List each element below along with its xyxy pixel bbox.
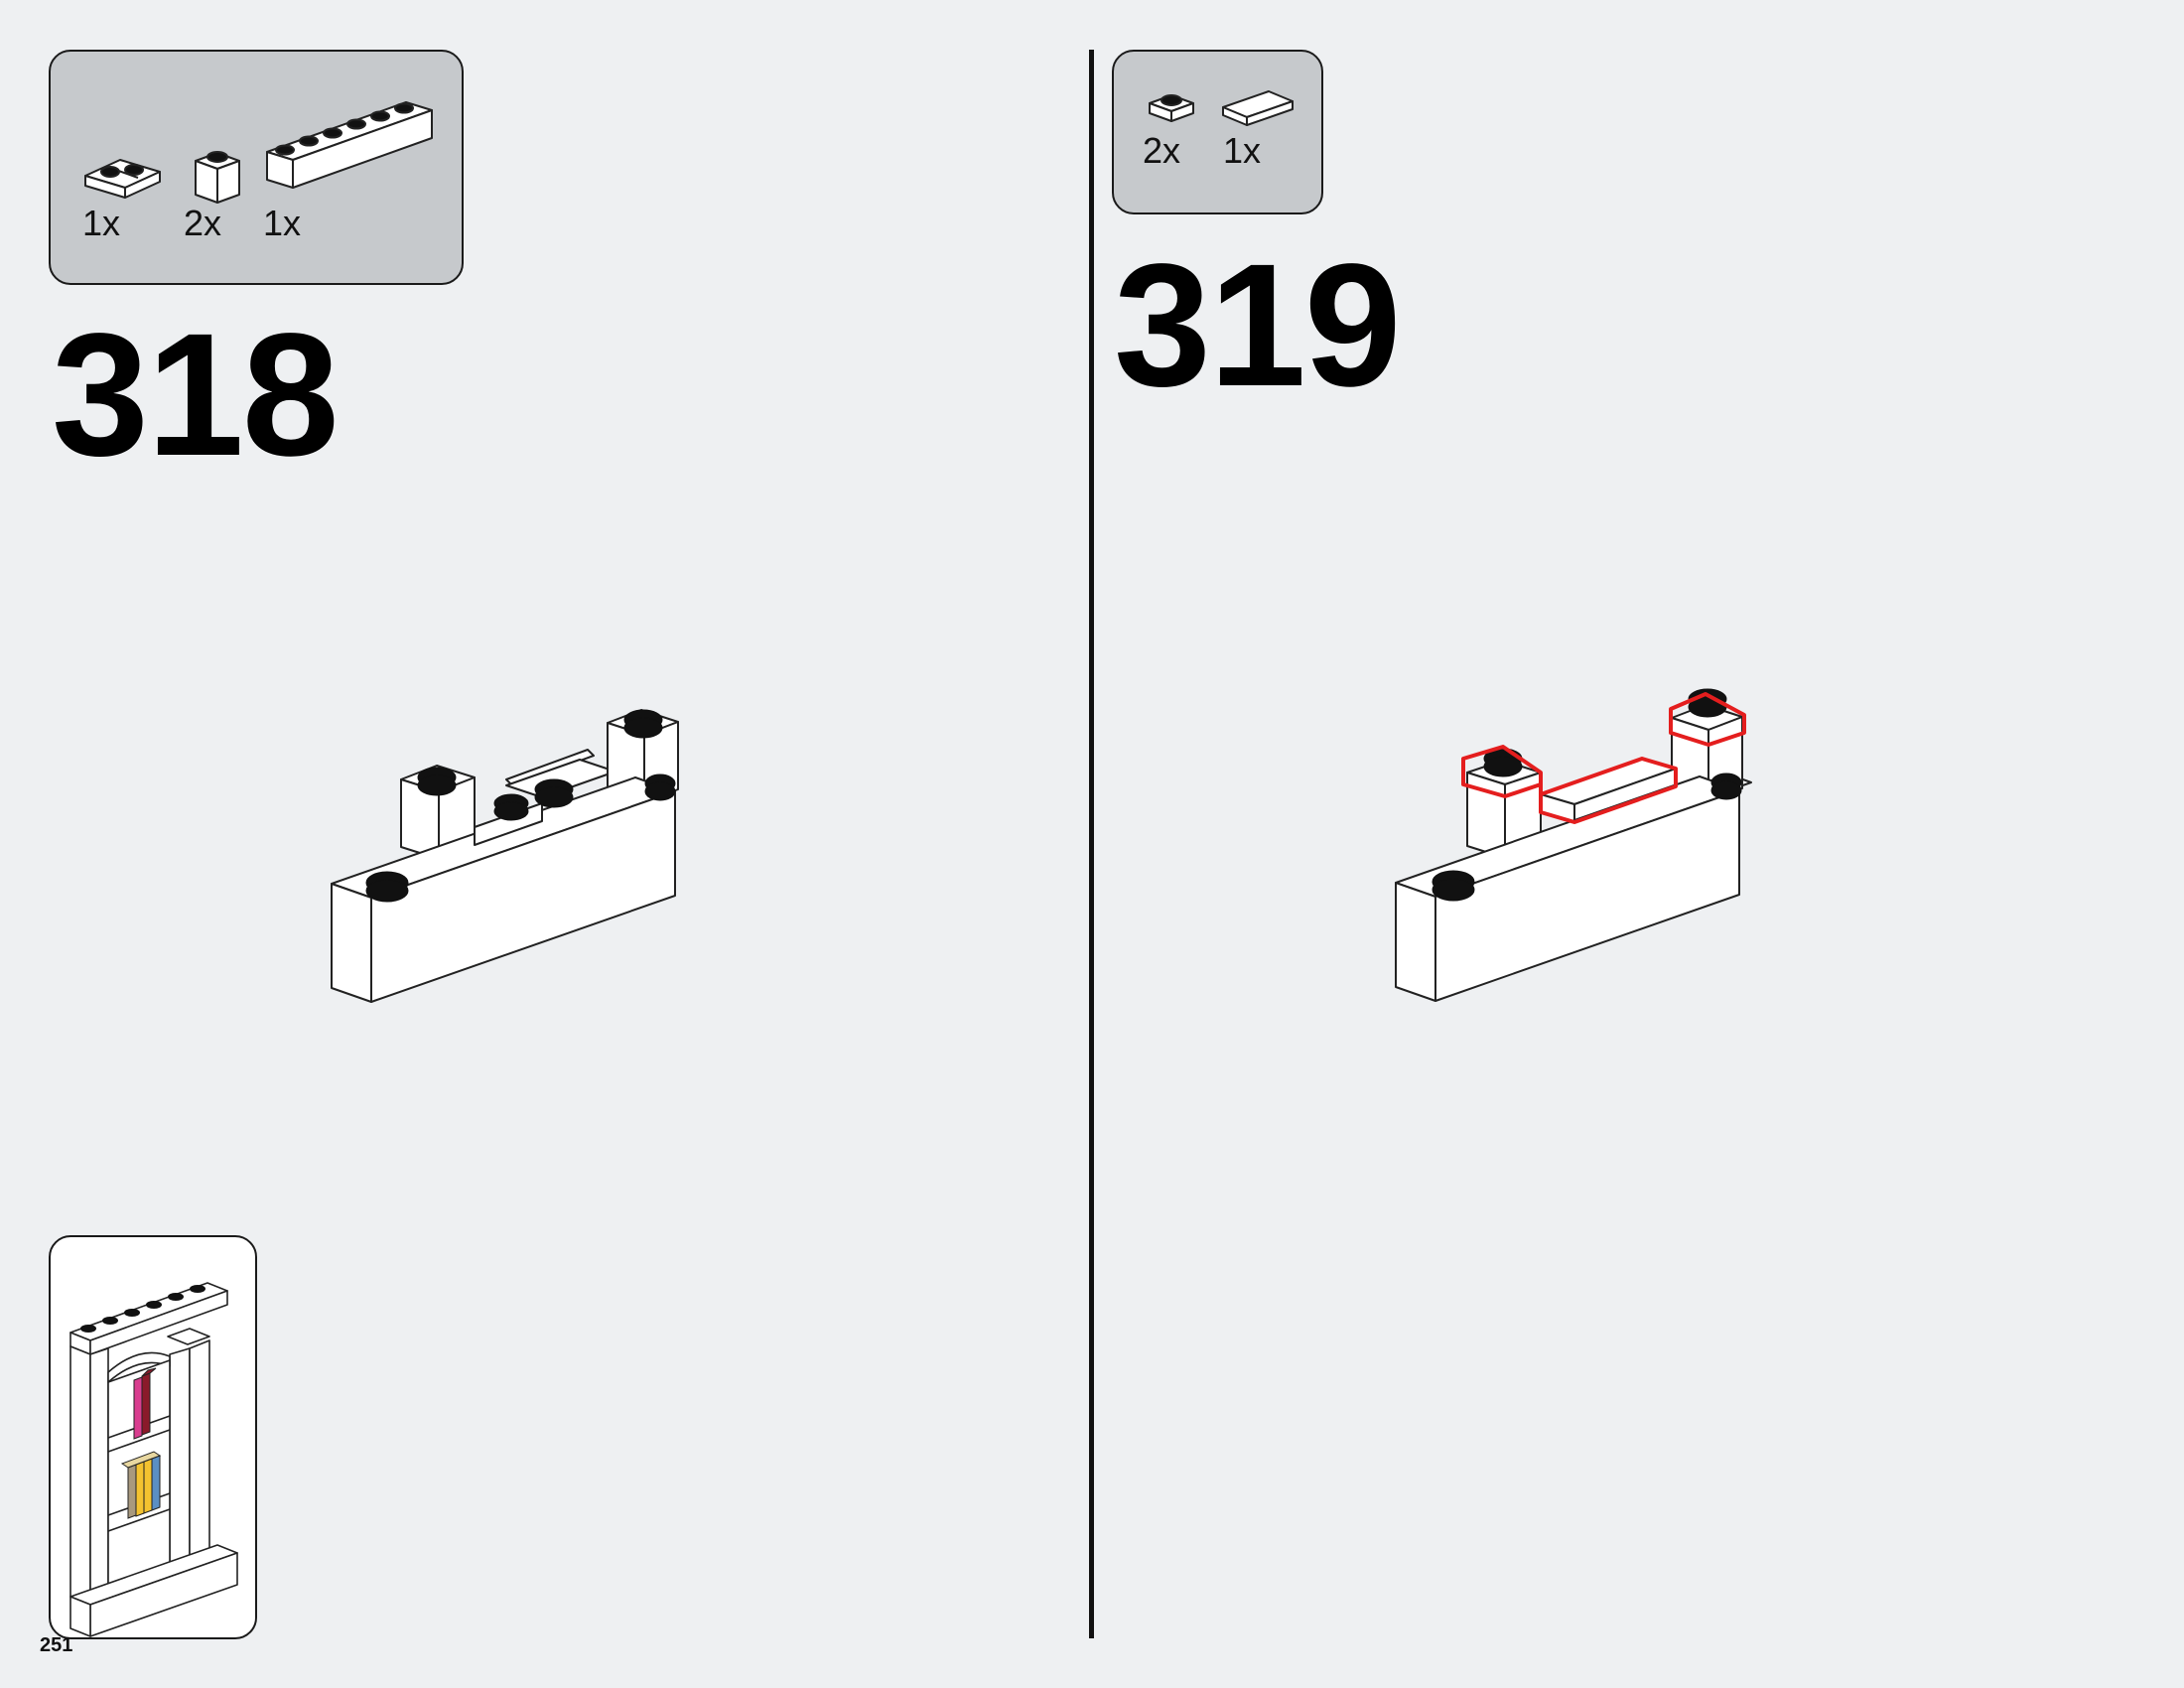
step-319-model [1395,688,1752,1002]
page-number: 251 [40,1634,73,1656]
step-number-319: 319 [1114,228,1402,423]
part-quantity: 1x [263,203,302,243]
part-quantity: 2x [1143,130,1181,171]
bookshelf-preview-icon [69,1282,238,1637]
part-quantity: 2x [184,203,222,243]
step-318-parts-list: 1x 2x 1x [49,50,464,285]
sub-assembly-preview [49,1235,257,1639]
brick-1x1-icon [195,151,240,204]
step-319-parts-list: 2x 1x [1112,50,1323,214]
step-318-model [331,709,679,1003]
step-divider [1089,50,1094,1638]
step-number-318: 318 [52,298,340,492]
tile-1x2-icon [1222,90,1294,126]
part-quantity: 1x [82,203,121,243]
part-quantity: 1x [1223,130,1262,171]
jumper-plate-icon [84,159,161,199]
plate-1x1-icon [1149,94,1194,122]
brick-1x6-icon [266,101,433,189]
